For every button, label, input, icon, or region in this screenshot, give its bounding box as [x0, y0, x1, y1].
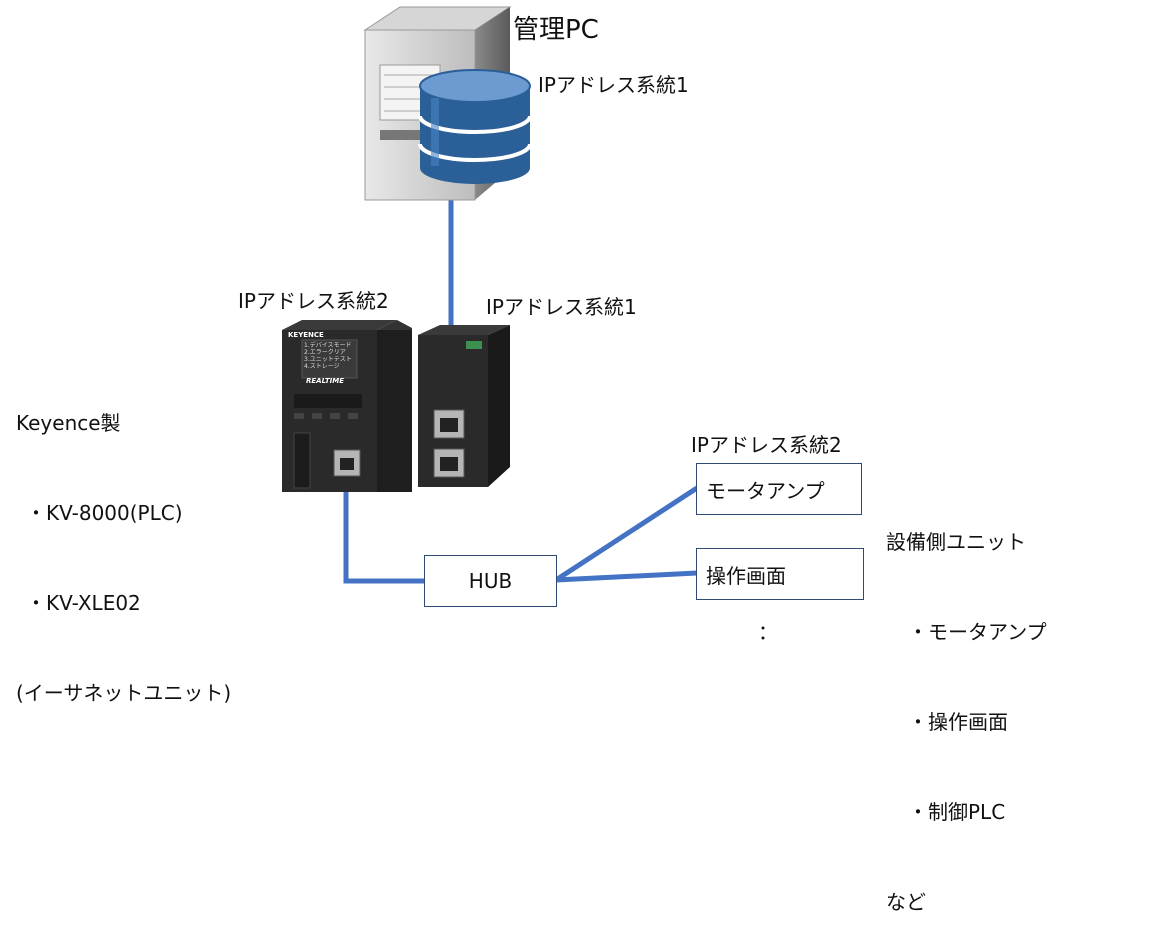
plc-description: Keyence製 ・KV-8000(PLC) ・KV-XLE02 (イーサネット… — [16, 348, 231, 738]
plc-kv8000-image — [282, 320, 412, 492]
equipment-unit-operation-screen: ・操作画面 — [908, 710, 1008, 734]
hub-label: HUB — [468, 569, 513, 593]
plc-menu-line: 1.デバイスモード — [304, 342, 352, 349]
plc-panel-text: REALTIME — [306, 377, 345, 385]
operation-screen-box: 操作画面 — [696, 548, 864, 600]
plc-description-kvxle02: ・KV-XLE02 — [26, 591, 141, 615]
plc-description-maker: Keyence製 — [16, 411, 121, 435]
wire-plc-to-hub — [343, 478, 425, 584]
management-pc-title: 管理PC — [513, 15, 599, 45]
plc-menu-line: 4.ストレージ — [304, 363, 340, 370]
equipment-units-heading: 設備側ユニット — [886, 530, 1026, 554]
database-icon — [418, 69, 532, 184]
plc-description-kv8000: ・KV-8000(PLC) — [26, 501, 183, 525]
plc-menu-line: 3.ユニットテスト — [304, 356, 352, 363]
equipment-units-footer: など — [886, 890, 926, 914]
ethernet-unit-kv-xle02-image — [418, 325, 510, 487]
equipment-units-list: 設備側ユニット ・モータアンプ ・操作画面 ・制御PLC など — [886, 467, 1047, 947]
plc-menu-screen: 1.デバイスモード 2.エラークリア 3.ユニットテスト 4.ストレージ — [304, 342, 352, 370]
plc-brand-mark: KEYENCE — [288, 331, 324, 339]
equipment-unit-control-plc: ・制御PLC — [908, 800, 1006, 824]
operation-screen-label: 操作画面 — [706, 563, 786, 588]
hub-box: HUB — [424, 555, 557, 607]
plc-ip-label-system2: IPアドレス系統2 — [238, 289, 389, 313]
motor-amp-box: モータアンプ — [696, 463, 862, 515]
plc-menu-line: 2.エラークリア — [304, 349, 346, 356]
more-devices-ellipsis: ： — [758, 620, 778, 644]
devices-ip-label-system2: IPアドレス系統2 — [691, 433, 842, 457]
motor-amp-label: モータアンプ — [706, 478, 825, 503]
wire-hub-to-operation-screen — [555, 570, 698, 583]
equipment-unit-motor-amp: ・モータアンプ — [908, 620, 1047, 644]
wire-hub-to-motor-amp — [554, 485, 699, 583]
ethernet-unit-ip-label-system1: IPアドレス系統1 — [486, 295, 637, 319]
management-pc-ip-label: IPアドレス系統1 — [538, 73, 689, 97]
plc-description-ethernet-unit: (イーサネットユニット) — [16, 681, 232, 705]
